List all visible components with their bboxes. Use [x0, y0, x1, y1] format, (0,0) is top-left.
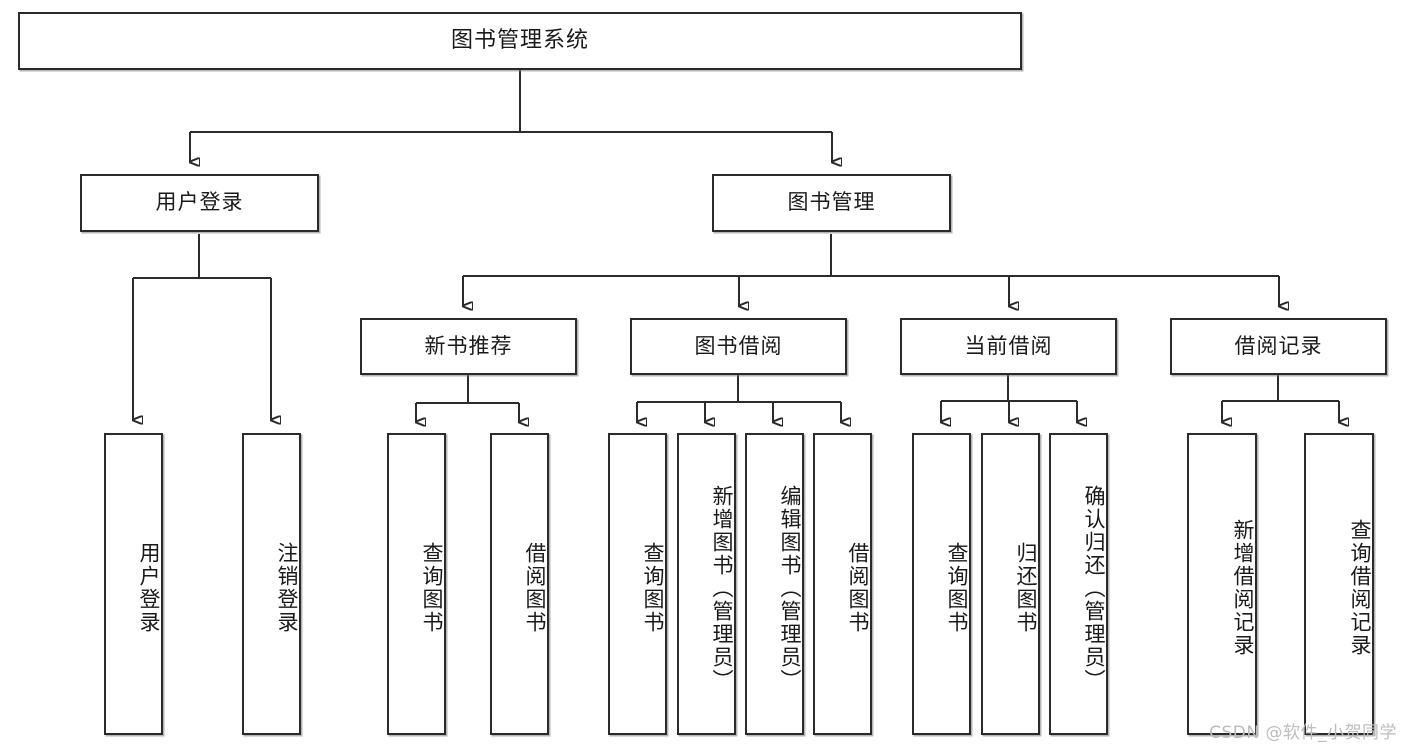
- leaf-query-book-1[interactable]: 查询图书: [387, 433, 446, 735]
- leaf-edit-book-label: 编辑图书（管理员）: [778, 484, 802, 692]
- leaf-query-book-3[interactable]: 查询图书: [912, 433, 971, 735]
- leaf-add-record[interactable]: 新增借阅记录: [1187, 433, 1257, 735]
- leaf-logout-label: 注销登录: [275, 542, 299, 634]
- node-root-label: 图书管理系统: [450, 27, 589, 53]
- leaf-return-book[interactable]: 归还图书: [981, 433, 1040, 735]
- node-new-book-recommend[interactable]: 新书推荐: [360, 318, 577, 375]
- leaf-confirm-return-label: 确认归还（管理员）: [1082, 484, 1106, 692]
- leaf-query-book-3-label: 查询图书: [945, 542, 969, 634]
- leaf-user-login[interactable]: 用户登录: [104, 433, 163, 735]
- node-current-borrow[interactable]: 当前借阅: [900, 318, 1117, 375]
- leaf-edit-book[interactable]: 编辑图书（管理员）: [745, 433, 804, 735]
- node-book-manage[interactable]: 图书管理: [712, 174, 951, 232]
- leaf-add-book[interactable]: 新增图书（管理员）: [677, 433, 736, 735]
- leaf-return-book-label: 归还图书: [1014, 542, 1038, 634]
- leaf-borrow-book-1[interactable]: 借阅图书: [490, 433, 549, 735]
- node-new-book-recommend-label: 新书推荐: [424, 333, 513, 358]
- node-book-borrow[interactable]: 图书借阅: [630, 318, 847, 375]
- node-borrow-record-label: 借阅记录: [1234, 333, 1323, 358]
- leaf-query-book-2-label: 查询图书: [641, 542, 665, 634]
- watermark: CSDN @软件_小贺同学: [1209, 723, 1397, 743]
- leaf-borrow-book-2[interactable]: 借阅图书: [813, 433, 872, 735]
- node-borrow-record[interactable]: 借阅记录: [1170, 318, 1387, 375]
- node-current-borrow-label: 当前借阅: [964, 333, 1053, 358]
- node-user-login[interactable]: 用户登录: [80, 174, 319, 232]
- leaf-query-record[interactable]: 查询借阅记录: [1304, 433, 1374, 735]
- leaf-query-book-2[interactable]: 查询图书: [608, 433, 667, 735]
- leaf-add-record-label: 新增借阅记录: [1231, 519, 1255, 657]
- leaf-borrow-book-1-label: 借阅图书: [523, 542, 547, 634]
- node-user-login-label: 用户登录: [155, 190, 244, 215]
- leaf-query-record-label: 查询借阅记录: [1348, 519, 1372, 657]
- leaf-confirm-return[interactable]: 确认归还（管理员）: [1049, 433, 1108, 735]
- leaf-logout[interactable]: 注销登录: [242, 433, 301, 735]
- leaf-user-login-label: 用户登录: [137, 542, 161, 634]
- leaf-add-book-label: 新增图书（管理员）: [710, 484, 734, 692]
- leaf-borrow-book-2-label: 借阅图书: [846, 542, 870, 634]
- node-book-borrow-label: 图书借阅: [694, 333, 783, 358]
- node-book-manage-label: 图书管理: [787, 190, 876, 215]
- node-root[interactable]: 图书管理系统: [18, 12, 1022, 70]
- leaf-query-book-1-label: 查询图书: [420, 542, 444, 634]
